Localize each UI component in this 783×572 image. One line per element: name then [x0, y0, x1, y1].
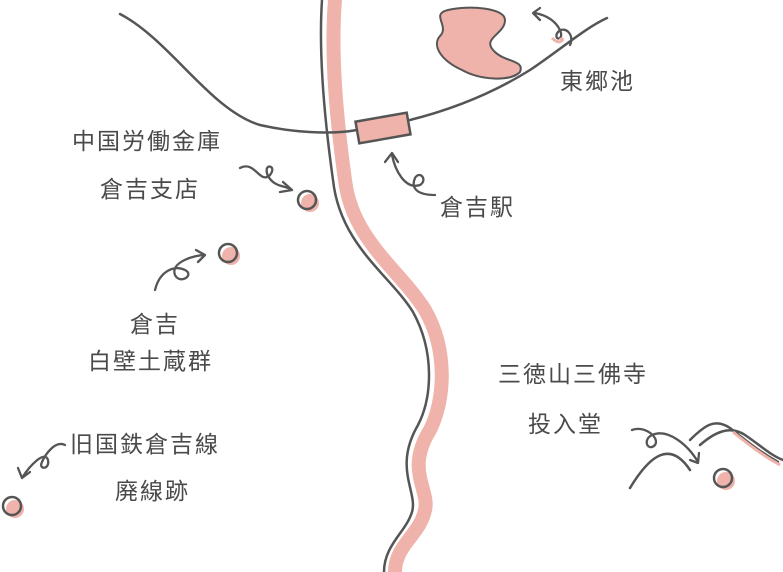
- label-station: 倉吉駅: [440, 195, 515, 221]
- label-bank-branch: 倉吉支店: [100, 177, 200, 203]
- label-temple-1: 三徳山三佛寺: [498, 362, 648, 388]
- label-lake: 東郷池: [560, 69, 635, 95]
- label-bank-name: 中国労働金庫: [72, 129, 222, 155]
- arrow-to-old-line: [16, 442, 67, 480]
- arrow-accent: [550, 36, 564, 44]
- river: [326, 0, 449, 572]
- arrow-to-temple: [630, 427, 701, 465]
- bank-marker: [296, 189, 319, 212]
- shirakabe-marker: [217, 242, 240, 265]
- arrow-to-station: [383, 151, 437, 197]
- old-line-marker: [1, 495, 24, 518]
- label-shirakabe-1: 倉吉: [130, 312, 180, 338]
- arrow-to-shirakabe: [153, 248, 207, 292]
- railway-line: [118, 12, 609, 134]
- station-marker: [354, 111, 412, 145]
- mountains: [628, 422, 783, 490]
- temple-marker: [712, 467, 735, 490]
- lake-togo: [435, 6, 522, 80]
- label-old-line-1: 旧国鉄倉吉線: [70, 432, 220, 458]
- label-temple-2: 投入堂: [528, 412, 603, 438]
- label-shirakabe-2: 白壁土蔵群: [88, 349, 213, 375]
- label-old-line-2: 廃線跡: [115, 479, 190, 505]
- arrow-to-lake: [531, 6, 573, 47]
- mountain-shadow: [732, 430, 781, 467]
- river-bank-left: [319, 0, 431, 572]
- arrow-to-bank: [238, 165, 294, 194]
